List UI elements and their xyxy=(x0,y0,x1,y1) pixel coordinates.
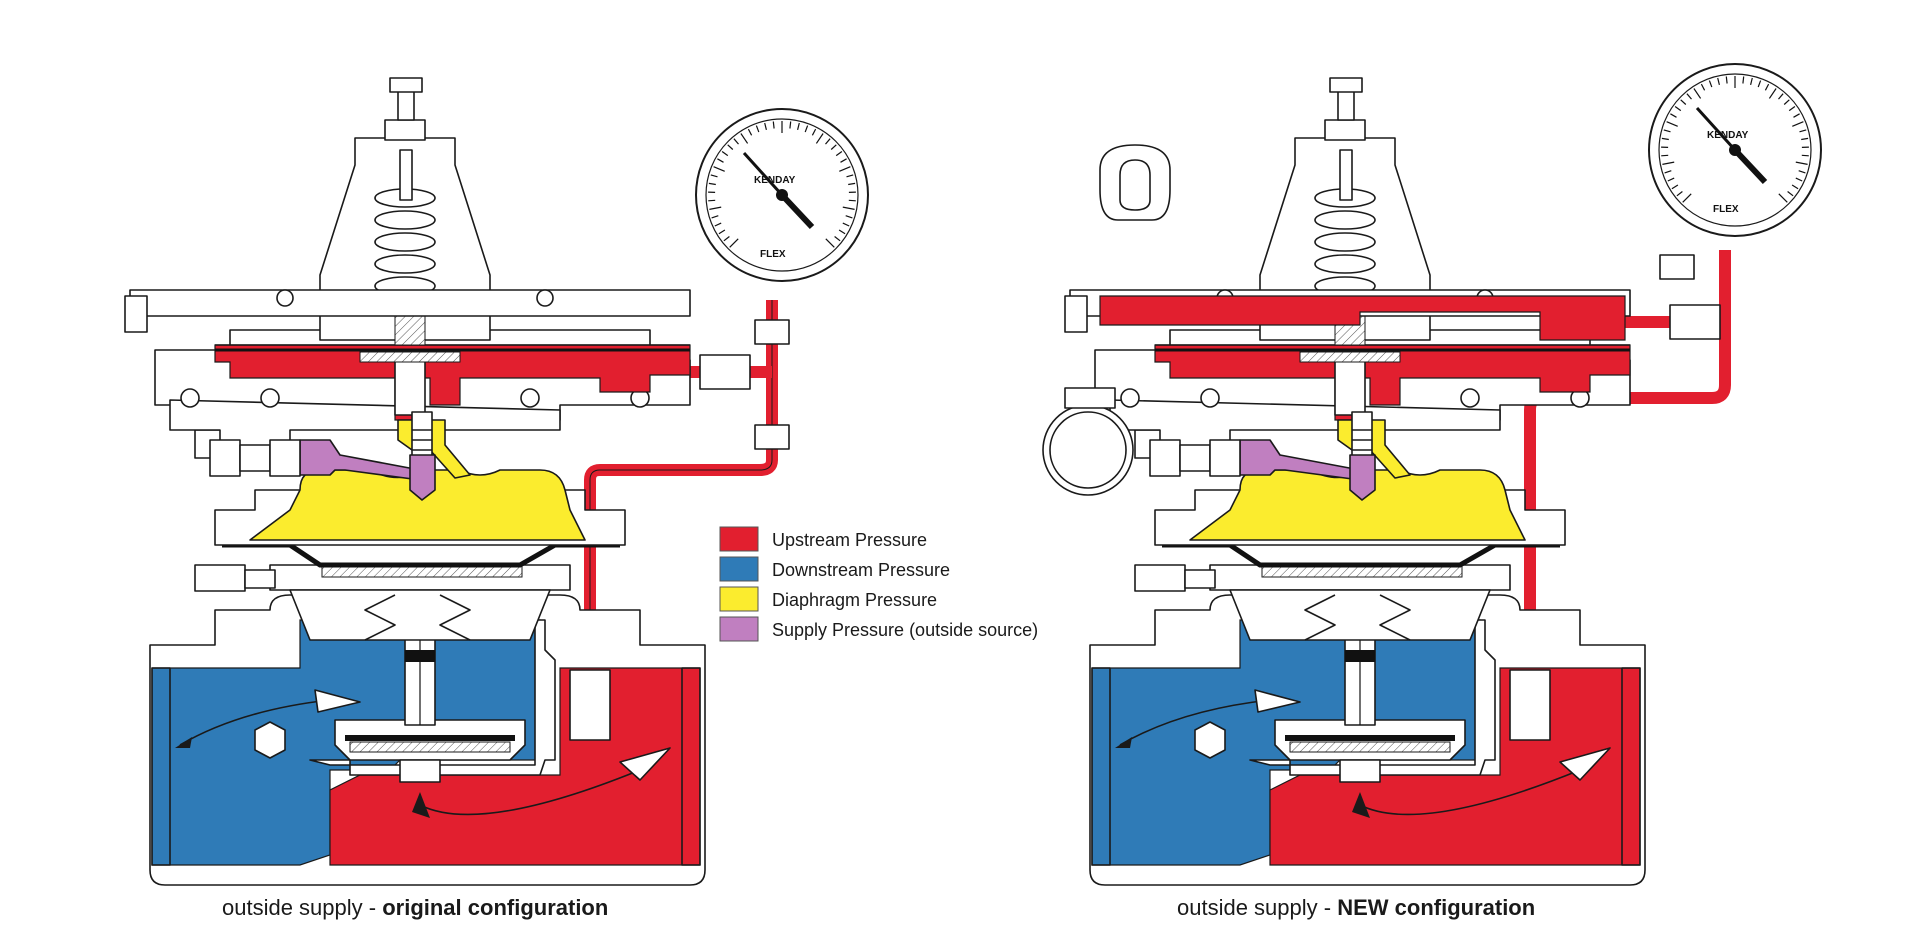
legend-label-downstream: Downstream Pressure xyxy=(772,560,950,580)
caption-original: outside supply - original configuration xyxy=(222,895,608,920)
legend: Upstream Pressure Downstream Pressure Di… xyxy=(719,526,1038,642)
legend-item-supply: Supply Pressure (outside source) xyxy=(719,616,1038,642)
legend-label-diaphragm: Diaphragm Pressure xyxy=(772,590,937,610)
caption-new: outside supply - NEW configuration xyxy=(1177,895,1535,920)
panel-new: KENDAY FLEX xyxy=(1042,64,1821,885)
legend-swatch-diaphragm xyxy=(719,586,759,612)
svg-text:KENDAY: KENDAY xyxy=(754,175,796,186)
legend-swatch-downstream xyxy=(719,556,759,582)
legend-label-supply: Supply Pressure (outside source) xyxy=(772,620,1038,640)
legend-item-downstream: Downstream Pressure xyxy=(719,556,950,582)
svg-text:FLEX: FLEX xyxy=(1713,204,1739,215)
legend-label-upstream: Upstream Pressure xyxy=(772,530,927,550)
lifting-eye xyxy=(1099,144,1171,221)
legend-item-upstream: Upstream Pressure xyxy=(719,526,927,552)
pressure-gauge-left: KENDAY FLEX xyxy=(696,109,868,281)
pressure-gauge-right: KENDAY FLEX xyxy=(1649,64,1821,236)
svg-text:KENDAY: KENDAY xyxy=(1707,130,1749,141)
svg-text:FLEX: FLEX xyxy=(760,249,786,260)
legend-swatch-upstream xyxy=(719,526,759,552)
hose-clamp xyxy=(1042,404,1134,496)
panel-original: KENDAY FLEX xyxy=(125,78,868,885)
legend-swatch-supply xyxy=(719,616,759,642)
legend-item-diaphragm: Diaphragm Pressure xyxy=(719,586,937,612)
